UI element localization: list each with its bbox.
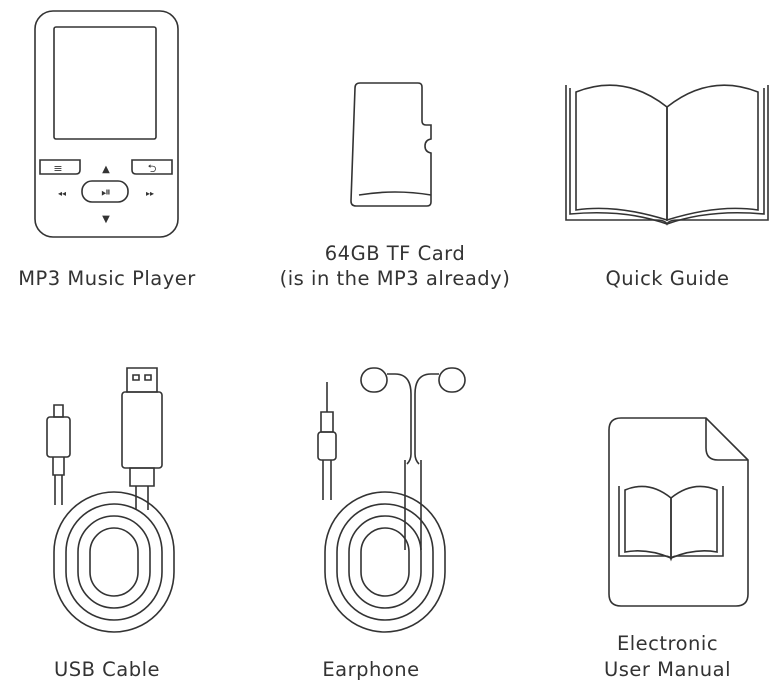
- mp3-player-icon: ≡ ⮌ ▲ ▼ ⏯ ◂◂ ▸▸: [0, 0, 230, 240]
- next-key-glyph: ▸▸: [146, 189, 154, 198]
- quick-guide-label: Quick Guide: [605, 267, 730, 290]
- usb-cable-label: USB Cable: [53, 658, 161, 681]
- tf-card-icon: [255, 0, 535, 240]
- up-key-glyph: ▲: [102, 164, 110, 175]
- prev-key-glyph: ◂◂: [58, 189, 66, 198]
- tf-card-label-line2: (is in the MP3 already): [279, 267, 511, 290]
- usb-cable-icon: [0, 340, 230, 645]
- back-key-glyph: ⮌: [148, 162, 157, 175]
- item-quick-guide: Quick Guide: [555, 0, 775, 300]
- manual-label-line1: Electronic: [616, 632, 719, 655]
- earphone-label: Earphone: [322, 658, 420, 681]
- item-usb-cable: USB Cable: [0, 340, 230, 686]
- down-key-glyph: ▼: [102, 214, 110, 225]
- item-tf-card: 64GB TF Card (is in the MP3 already): [255, 0, 535, 300]
- earphone-icon: [255, 340, 535, 645]
- play-pause-key-glyph: ⏯: [101, 185, 111, 199]
- electronic-manual-icon: [555, 340, 775, 620]
- item-mp3-player: ≡ ⮌ ▲ ▼ ⏯ ◂◂ ▸▸ MP3 Music Player: [0, 0, 230, 300]
- manual-label-line2: User Manual: [603, 658, 731, 681]
- mp3-player-label: MP3 Music Player: [18, 267, 196, 290]
- tf-card-label-line1: 64GB TF Card: [324, 242, 466, 265]
- item-electronic-manual: Electronic User Manual: [555, 340, 775, 686]
- open-book-icon: [555, 0, 775, 240]
- menu-key-glyph: ≡: [53, 162, 62, 175]
- item-earphone: Earphone: [255, 340, 535, 686]
